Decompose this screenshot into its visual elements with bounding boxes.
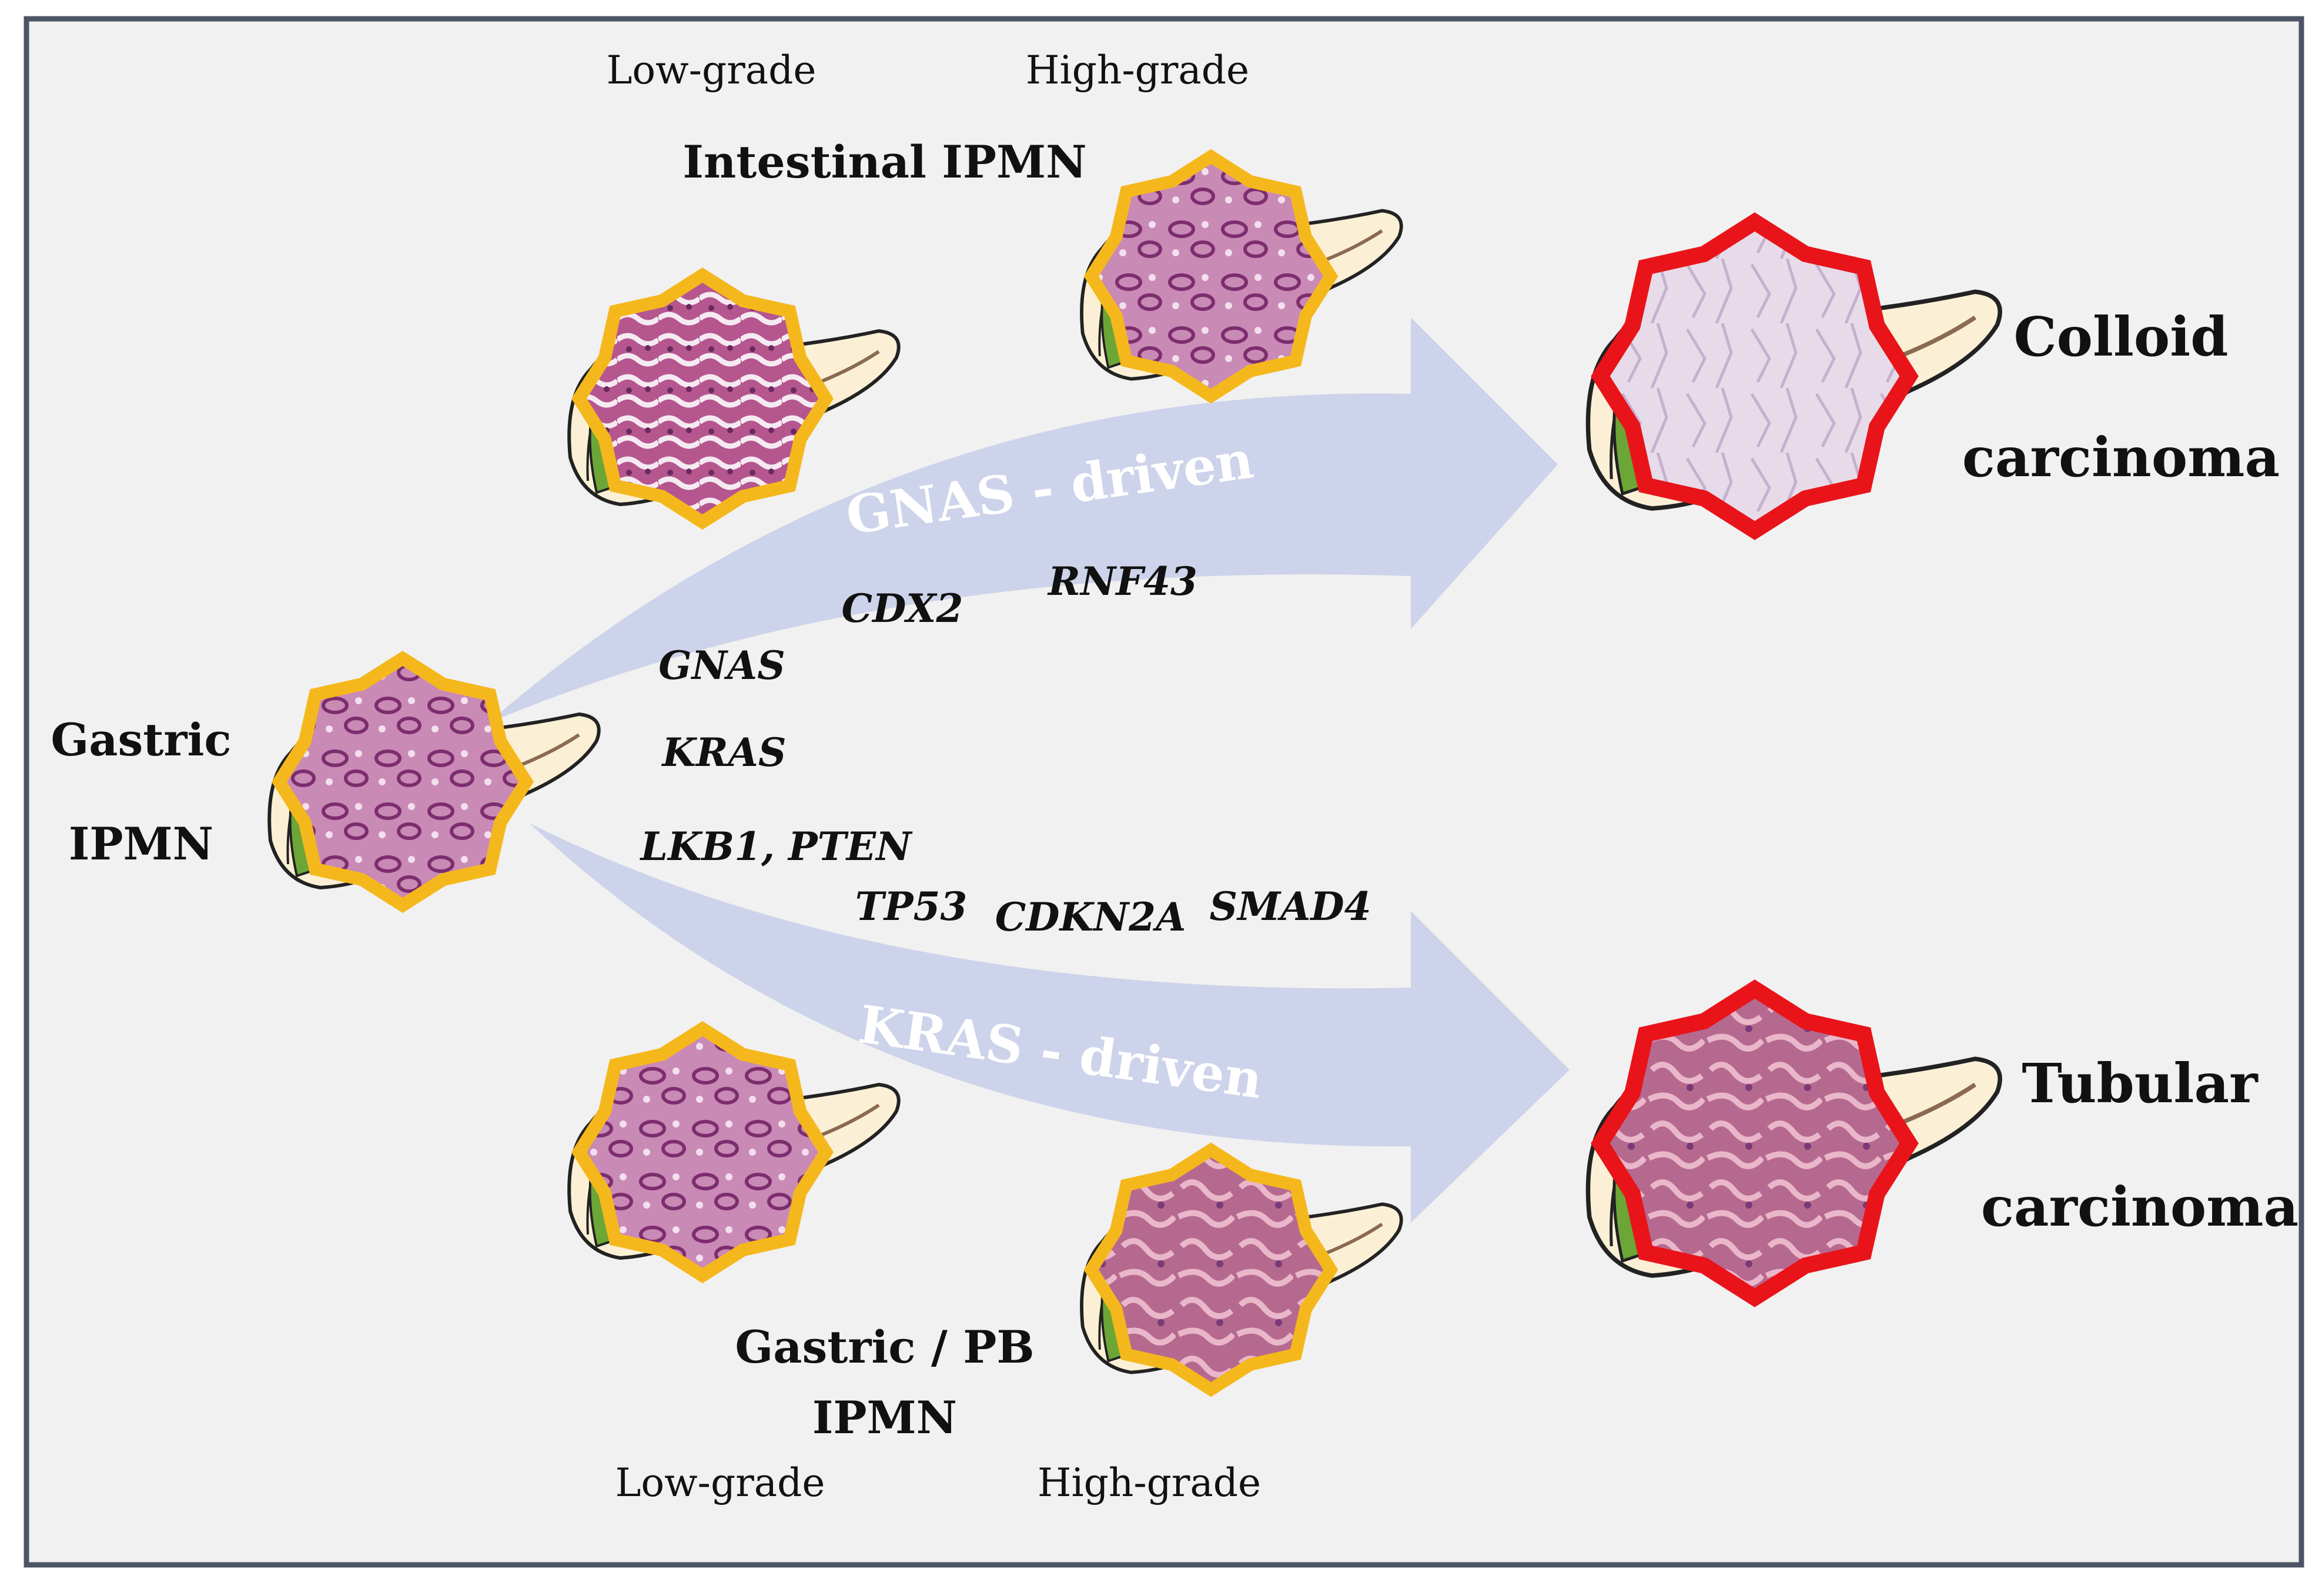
label-gastric-line1: Gastric xyxy=(51,714,231,766)
lesion-intestinal-high-grade xyxy=(1080,149,1403,404)
label-colloid-line2: carcinoma xyxy=(1962,426,2280,489)
label-tubular-line1: Tubular xyxy=(2022,1052,2259,1115)
label-gastric-pb-line1: Gastric / PB xyxy=(735,1321,1034,1373)
histology-image xyxy=(1083,149,1339,404)
histology-image xyxy=(1083,1142,1339,1397)
gene-lkb1-pten: LKB1, PTEN xyxy=(640,824,913,869)
label-gastric-pb-line2: IPMN xyxy=(812,1391,957,1444)
histology-image xyxy=(271,650,534,914)
lesion-gastric-pb-high-grade xyxy=(1080,1142,1403,1397)
label-tubular-line2: carcinoma xyxy=(1981,1175,2298,1239)
gene-kras: KRAS xyxy=(661,730,786,775)
carcinoma-colloid xyxy=(1585,212,2002,540)
gene-cdx2: CDX2 xyxy=(842,585,963,631)
lesion-intestinal-low-grade xyxy=(567,267,901,530)
label-intestinal-ipmn: Intestinal IPMN xyxy=(682,136,1086,188)
histology-image xyxy=(571,1020,834,1284)
histology-image xyxy=(1591,212,1919,540)
kras-pathway-arrow xyxy=(529,823,1570,1223)
gene-gnas: GNAS xyxy=(658,643,785,688)
histology-image xyxy=(1591,979,1919,1307)
gene-cdkn2a: CDKN2A xyxy=(995,894,1186,940)
grade-label-bottom-low: Low-grade xyxy=(615,1460,825,1505)
histology-image xyxy=(571,267,834,530)
label-colloid-line1: Colloid xyxy=(2013,305,2228,369)
gene-smad4: SMAD4 xyxy=(1209,884,1371,929)
gnas-pathway-arrow xyxy=(488,317,1558,723)
grade-label-bottom-high: High-grade xyxy=(1038,1460,1261,1505)
carcinoma-tubular xyxy=(1585,979,2002,1307)
lesion-gastric-ipmn xyxy=(267,650,601,914)
label-gastric-line2: IPMN xyxy=(69,818,213,870)
grade-label-top-high: High-grade xyxy=(1026,48,1249,93)
lesion-gastric-low-grade xyxy=(567,1020,901,1284)
gene-rnf43: RNF43 xyxy=(1047,558,1197,604)
grade-label-top-low: Low-grade xyxy=(607,48,817,93)
gene-tp53: TP53 xyxy=(855,884,968,929)
